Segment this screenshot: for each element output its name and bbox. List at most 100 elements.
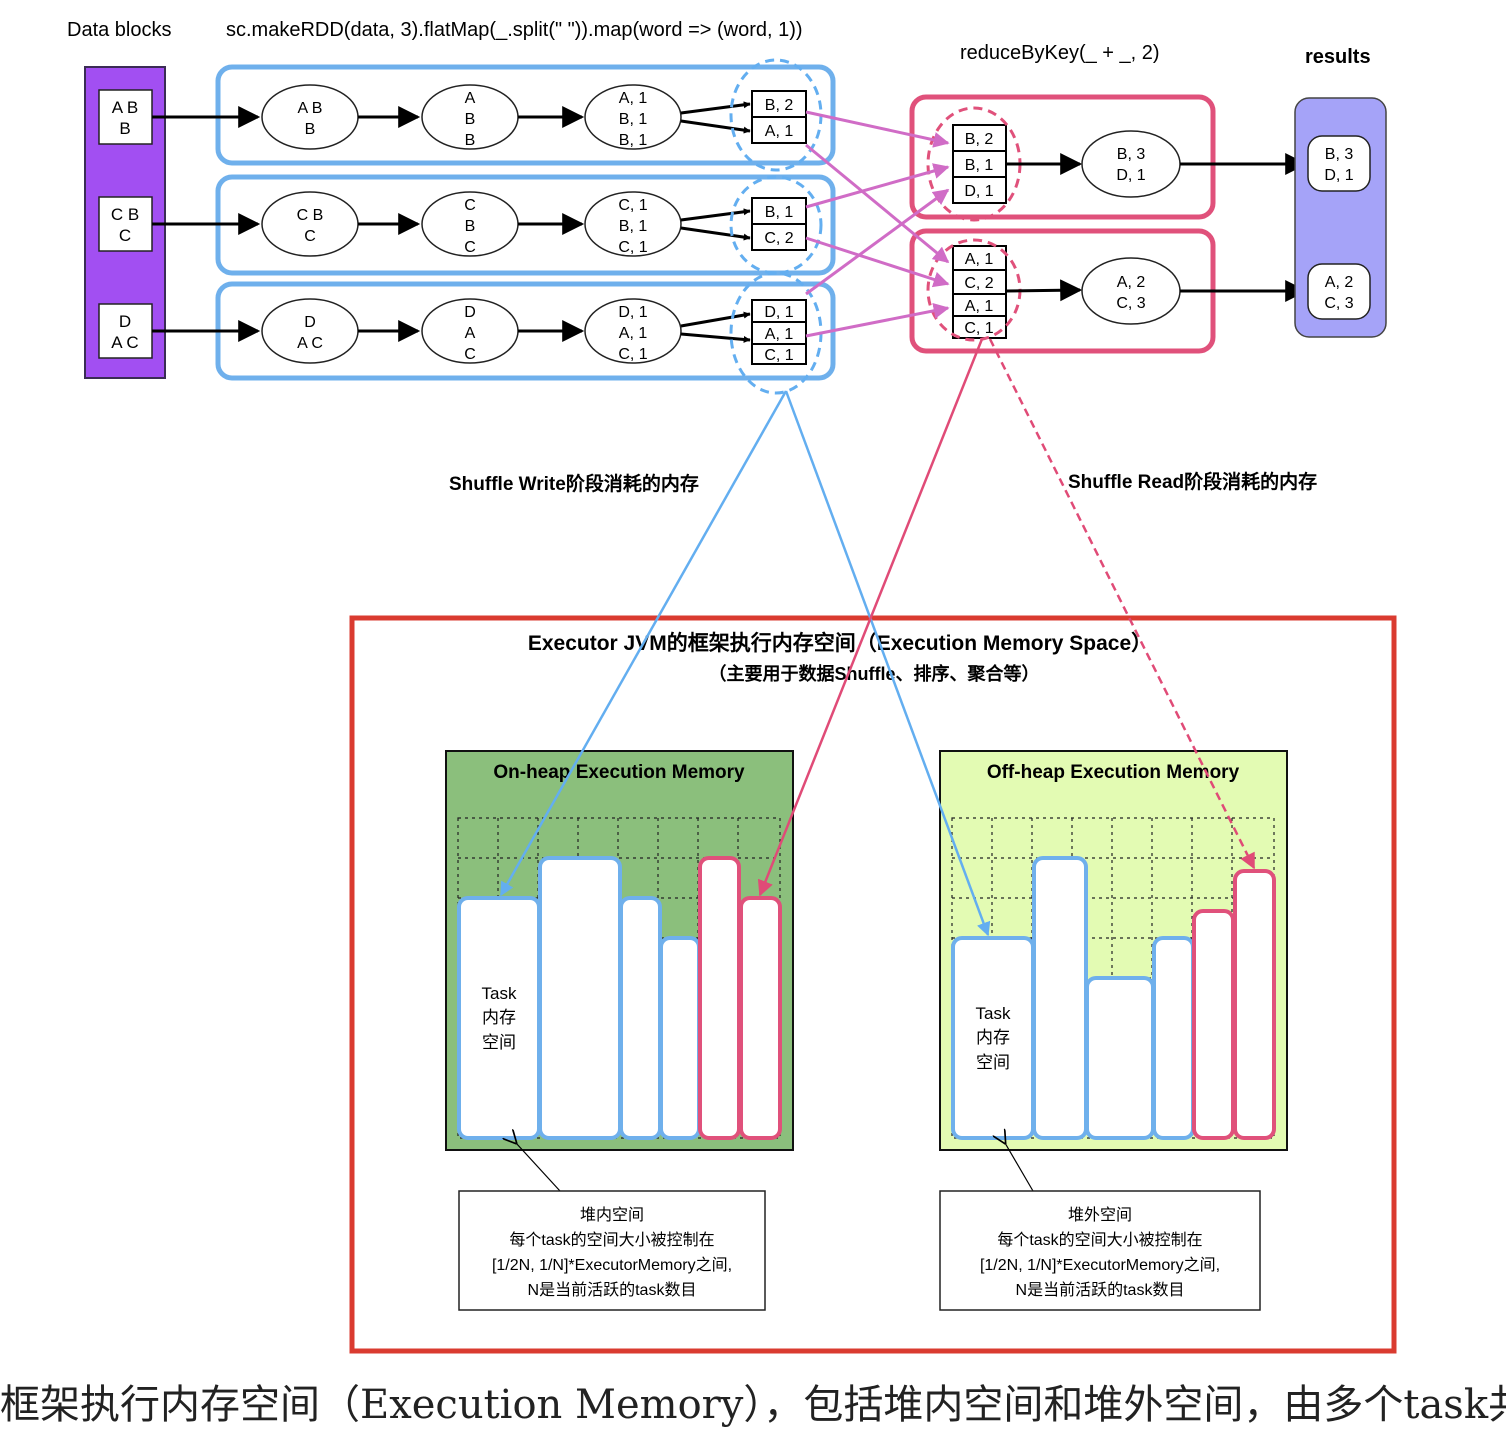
onheap-note-line3: [1/2N, 1/N]*ExecutorMemory之间, [492,1256,732,1274]
onheap-title: On-heap Execution Memory [493,762,745,783]
offheap-note-box [939,1190,1261,1311]
shuffle-read-label: Shuffle Read阶段消耗的内存 [1068,470,1317,493]
onheap-note-line2: 每个task的空间大小被控制在 [509,1231,714,1249]
onheap-note-line1: 堆内空间 [580,1206,644,1224]
read-buffer-1-value-2: B, 1 [965,157,994,174]
pairs-node-2-line1: C, 1 [618,197,647,214]
arrow-pairs1-to-write-a [680,101,751,115]
reduced-node-2 [1081,257,1181,325]
pairs-node-3-line3: C, 1 [618,346,647,363]
offheap-task-slot-6 [1233,869,1276,1140]
shuffle-arrow-c2 [805,236,950,288]
data-block-1-line2: B [119,119,130,138]
split-node-1 [261,84,359,150]
write-buffer-2-value-1: B, 1 [765,204,794,221]
split-node-2-line2: C [304,228,316,245]
write-buffer-1-value-1: B, 2 [765,97,794,114]
write-buffer-2-cell-2 [751,223,807,251]
read-buffer-1-value-1: B, 2 [965,131,994,148]
results-label: results [1305,46,1371,68]
arrow-pairs2-to-write-a [680,208,751,222]
pairs-node-3 [584,298,682,364]
write-buffer-3-cell-3 [751,343,807,365]
shuffle-read-to-offheap-line [988,338,1256,870]
read-buffer-1-value-3: D, 1 [964,183,993,200]
shuffle-write-to-offheap-line [784,390,991,937]
map-code-label: sc.makeRDD(data, 3).flatMap(_.split(" ")… [226,19,803,41]
reduced-node-1-line1: B, 3 [1117,146,1146,163]
onheap-task-slot-5 [698,856,741,1140]
write-buffer-3-value-1: D, 1 [764,304,793,321]
offheap-task-slot-4 [1152,936,1195,1140]
executor-subtitle: （主要用于数据Shuffle、排序、聚合等） [709,663,1040,684]
offheap-note-line3: [1/2N, 1/N]*ExecutorMemory之间, [980,1256,1220,1274]
split-node-1-line1: A B [298,100,323,117]
words-node-3-line2: A [465,325,476,342]
shuffle-arrow-a1-c1 [805,302,950,338]
data-block-1 [98,89,153,145]
arrow-pairs1-to-write-b [680,119,751,134]
words-node-2-line3: C [464,239,476,256]
reduce-task-1-container [909,94,1216,220]
onheap-task-label-2: 内存 [482,1008,516,1027]
split-node-2 [261,191,359,257]
offheap-note-line4: N是当前活跃的task数目 [1016,1281,1185,1299]
shuffle-arrow-d1 [805,188,950,296]
split-node-1-line2: B [305,121,316,138]
write-buffer-1-cell-2 [751,116,807,144]
result-box-1-line2: D, 1 [1324,167,1353,184]
offheap-note-line2: 每个task的空间大小被控制在 [997,1231,1202,1249]
pairs-node-3-line1: D, 1 [618,304,647,321]
onheap-task-slot-4 [659,936,701,1140]
reduced-node-2-line1: A, 2 [1117,274,1146,291]
result-box-2-line2: C, 3 [1324,295,1353,312]
offheap-task-slot-3 [1085,976,1155,1140]
data-block-2-line2: C [119,226,131,245]
offheap-task-slot-5 [1192,909,1235,1140]
write-buffer-3-value-3: C, 1 [764,347,793,364]
executor-title: Executor JVM的框架执行内存空间（Execution Memory S… [528,631,1152,655]
figure-caption: 框架执行内存空间（Execution Memory），包括堆内空间和堆外空间，由… [0,1382,1506,1428]
pairs-node-1 [584,84,682,150]
words-node-1-line1: A [465,90,476,107]
pairs-node-1-line1: A, 1 [619,90,648,107]
words-node-3-line3: C [464,346,476,363]
shuffle-arrow-a1 [805,143,950,264]
onheap-note-line4: N是当前活跃的task数目 [528,1281,697,1299]
onheap-task-label-1: Task [482,984,517,1003]
shuffle-write-2-highlight [729,175,823,275]
onheap-task-label-3: 空间 [482,1033,516,1052]
shuffle-arrow-b1 [805,163,950,209]
result-box-2-line1: A, 2 [1325,274,1354,291]
offheap-task-slot-2 [1032,856,1088,1140]
map-task-1-container [215,64,836,166]
shuffle-write-to-onheap-line [499,390,788,897]
offheap-task-label-3: 空间 [976,1053,1010,1072]
result-box-1 [1307,135,1371,192]
reduced-node-2-line2: C, 3 [1116,295,1145,312]
words-node-2-line1: C [464,197,476,214]
data-block-3-line2: A C [111,333,138,352]
offheap-title: Off-heap Execution Memory [987,762,1240,783]
split-node-2-line1: C B [297,207,324,224]
words-node-1-line3: B [465,132,476,149]
result-box-2 [1307,263,1371,320]
data-block-2-line1: C B [111,205,139,224]
reduce-code-label: reduceByKey(_ + _, 2) [960,42,1160,64]
arrow-pairs3-to-write-b [680,332,751,343]
words-node-3-line1: D [464,304,476,321]
data-block-1-line1: A B [112,98,138,117]
split-node-3-line2: A C [297,335,323,352]
pairs-node-2 [584,191,682,257]
write-buffer-1-value-2: A, 1 [765,123,794,140]
read-buffer-2-value-3: A, 1 [965,298,994,315]
offheap-note-line1: 堆外空间 [1068,1206,1132,1224]
split-node-3-line1: D [304,314,316,331]
reduced-node-1 [1081,130,1181,198]
pairs-node-2-line3: C, 1 [618,239,647,256]
words-node-2-line2: B [465,218,476,235]
read-buffer-2-cell-4 [952,315,1007,339]
split-node-3 [261,298,359,364]
write-buffer-2-value-2: C, 2 [764,230,793,247]
